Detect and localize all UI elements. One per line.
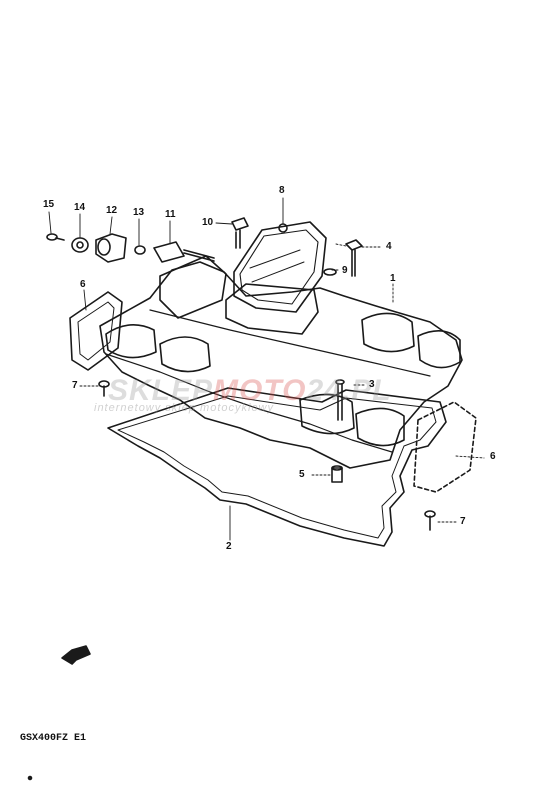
breather-cover [233, 221, 327, 313]
callout-14: 14 [74, 202, 86, 213]
cap-14 [71, 237, 89, 253]
watermark-tagline: internetowy sklep motocyklowy [94, 402, 275, 414]
callout-11: 11 [165, 209, 176, 220]
cover-front-edge [105, 353, 393, 453]
breather-cover-rib-1 [249, 249, 301, 269]
side-cover-gasket-right [413, 401, 477, 493]
cylinder-head-cover-body [99, 261, 463, 469]
callout-6-right: 6 [490, 451, 496, 462]
watermark-brand-part3: 24.PL [306, 374, 392, 407]
bolt-10 [231, 217, 249, 249]
callout-5: 5 [299, 469, 305, 480]
breather-cover-inner [239, 229, 319, 305]
breather-cover-bolt-hole [278, 223, 288, 233]
callout-7-right: 7 [460, 516, 466, 527]
callout-8: 8 [279, 185, 285, 196]
cam-bump-1 [105, 324, 157, 359]
breather-cover-rib-2 [251, 261, 305, 283]
front-direction-arrow-icon [61, 645, 91, 665]
dowel-5 [331, 465, 343, 483]
callout-15: 15 [43, 199, 55, 210]
callout-4: 4 [386, 241, 392, 252]
cam-bump-6 [355, 407, 405, 447]
watermark-brand-part1: SKLEP [108, 374, 214, 407]
o-ring-13 [134, 245, 146, 255]
callout-1: 1 [390, 273, 396, 284]
side-cover-gasket-left-inner [77, 301, 115, 361]
callout-10: 10 [202, 217, 214, 228]
plug-12 [95, 233, 127, 263]
model-code-label: GSX400FZ E1 [20, 733, 87, 744]
scan-dot [27, 775, 33, 781]
callout-13: 13 [133, 207, 145, 218]
bolt-4 [345, 239, 363, 277]
side-cover-gasket-left [69, 291, 123, 371]
cover-side-bracket [159, 255, 227, 319]
screw-15 [46, 233, 65, 241]
callout-12: 12 [106, 205, 118, 216]
cam-bump-2 [159, 336, 211, 373]
breather-section [225, 283, 319, 335]
sensor-11 [153, 241, 215, 263]
callout-9: 9 [342, 265, 348, 276]
callout-6-left: 6 [80, 279, 86, 290]
callout-3: 3 [369, 379, 375, 390]
cylinder-head-cover-gasket [107, 387, 447, 547]
gasket-inner-edge [117, 395, 437, 539]
cam-bump-4 [417, 330, 461, 369]
cover-top-ridge [149, 309, 431, 377]
cam-bump-5 [299, 393, 355, 435]
washer-9 [323, 268, 337, 276]
bolt-3 [335, 379, 345, 421]
watermark-brand: SKLEPMOTO24.PL [108, 374, 392, 408]
callout-7-left: 7 [72, 380, 78, 391]
watermark-brand-part2: MOTO [213, 374, 307, 407]
screw-7-right [424, 510, 436, 531]
leader-lines [48, 197, 485, 541]
cam-bump-3 [361, 312, 415, 353]
callout-2: 2 [226, 541, 232, 552]
screw-7-left [98, 380, 110, 397]
